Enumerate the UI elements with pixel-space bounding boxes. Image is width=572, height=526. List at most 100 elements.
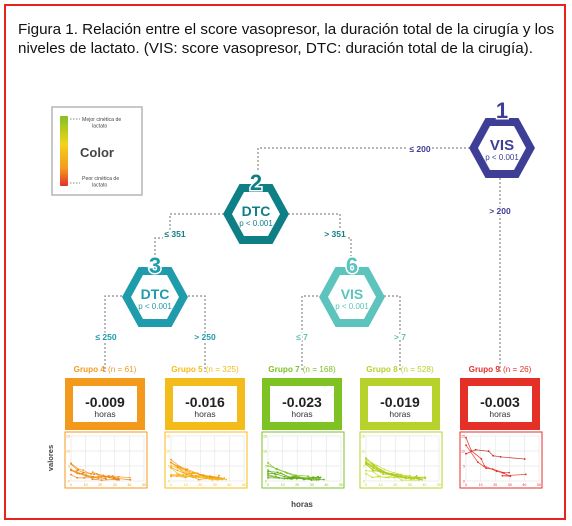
mini-chart-x-tick: 30 [408, 483, 412, 487]
mini-chart-point [376, 464, 379, 467]
mini-chart-y-tick: 5 [363, 465, 365, 469]
mini-chart-point [365, 457, 367, 459]
mini-chart-x-tick: 20 [198, 483, 202, 487]
mini-chart-point [75, 470, 78, 473]
mini-chart-trajectory-line [170, 465, 221, 480]
mini-chart-point [170, 464, 172, 467]
mini-chart-point [267, 472, 269, 475]
node-p-value: p < 0.001 [239, 219, 273, 228]
node-variable-label: VIS [490, 137, 514, 154]
mini-chart-x-tick: 30 [310, 483, 314, 487]
group-slope-value: -0.016 [185, 394, 225, 410]
mini-chart-point [384, 476, 387, 479]
mini-chart-point [129, 478, 132, 481]
mini-chart-y-tick: 10 [263, 450, 267, 454]
mini-chart-x-tick: 10 [379, 483, 383, 487]
mini-chart-point [409, 474, 411, 477]
mini-chart-point [220, 477, 222, 480]
mini-chart-point [197, 475, 200, 478]
mini-chart-point [323, 478, 325, 481]
mini-chart-point [267, 462, 269, 464]
mini-chart-point [503, 471, 505, 474]
mini-chart-point [365, 469, 367, 472]
mini-chart-point [508, 471, 510, 474]
mini-chart-point [179, 465, 182, 468]
node-variable-label: DTC [242, 203, 271, 219]
group-count: (n = 528) [401, 365, 434, 374]
mini-chart-point [382, 471, 385, 474]
mini-chart-point [102, 474, 105, 477]
mini-chart-y-tick: 10 [66, 450, 70, 454]
group-header: Grupo 5(n = 325) [171, 365, 239, 374]
mini-chart-y-tick: 10 [461, 450, 465, 454]
mini-chart-point [197, 478, 200, 481]
mini-chart-point [91, 478, 94, 481]
mini-chart-point [499, 456, 502, 458]
mini-chart-y-tick: 0 [265, 480, 267, 484]
mini-chart-point [100, 479, 103, 481]
mini-chart-point [465, 452, 467, 455]
mini-chart-point [70, 469, 72, 472]
mini-chart-point [307, 475, 310, 478]
mini-chart-point [393, 476, 395, 479]
mini-chart-point [217, 478, 219, 481]
mini-chart-point [371, 470, 374, 473]
mini-chart-x-tick: 50 [242, 483, 246, 487]
node-p-value: p < 0.001 [138, 302, 172, 311]
tree-connector-line [154, 213, 224, 262]
node-number: 2 [250, 170, 262, 195]
group-name: Grupo 5 [171, 365, 203, 374]
mini-chart-point [83, 477, 85, 479]
mini-chart-point [170, 458, 172, 461]
mini-chart-point [424, 477, 427, 480]
mini-chart-point [114, 477, 117, 479]
mini-chart-point [105, 477, 107, 480]
tree-connector-line [288, 213, 352, 262]
mini-chart-point [267, 473, 269, 476]
figure-frame [4, 4, 566, 520]
mini-chart-x-tick: 30 [508, 483, 512, 487]
mini-chart-point [184, 476, 187, 478]
mini-chart-point [278, 477, 281, 479]
mini-chart-point [217, 476, 220, 478]
mini-chart-x-tick: 0 [267, 483, 269, 487]
group-value-box [73, 386, 137, 422]
group-header: Grupo 7(n = 168) [268, 365, 336, 374]
group-name: Grupo 7 [268, 365, 300, 374]
mini-chart-point [194, 474, 197, 477]
group-slope-unit: horas [194, 409, 215, 419]
mini-chart-point [474, 448, 477, 451]
mini-chart-point [383, 468, 386, 471]
mini-chart-point [501, 474, 504, 477]
mini-chart-y-tick: 10 [361, 450, 365, 454]
mini-chart-trajectory-line [365, 473, 420, 481]
node-p-value: p < 0.001 [335, 302, 369, 311]
mini-chart-point [372, 467, 375, 469]
mini-chart-point [200, 474, 203, 476]
mini-chart-x-tick: 30 [213, 483, 217, 487]
mini-chart-point [225, 478, 228, 481]
mini-chart-y-tick: 5 [265, 465, 267, 469]
mini-chart-x-tick: 0 [70, 483, 72, 487]
mini-chart-y-tick: 5 [68, 465, 70, 469]
mini-chart-point [76, 469, 79, 472]
mini-chart-point [524, 473, 527, 476]
mini-chart-x-tick: 50 [339, 483, 343, 487]
mini-chart-point [185, 469, 188, 472]
mini-chart-point [465, 436, 467, 439]
edge-label: ≤ 7 [296, 332, 308, 342]
mini-chart-point [283, 475, 286, 478]
node-hexagon-inner [478, 126, 526, 170]
mini-chart-y-tick: 0 [363, 480, 365, 484]
mini-chart-point [291, 477, 294, 480]
tree-connector-line [104, 295, 122, 372]
mini-chart-point [392, 471, 395, 474]
mini-chart-point [188, 472, 191, 475]
mini-chart-point [465, 444, 467, 447]
